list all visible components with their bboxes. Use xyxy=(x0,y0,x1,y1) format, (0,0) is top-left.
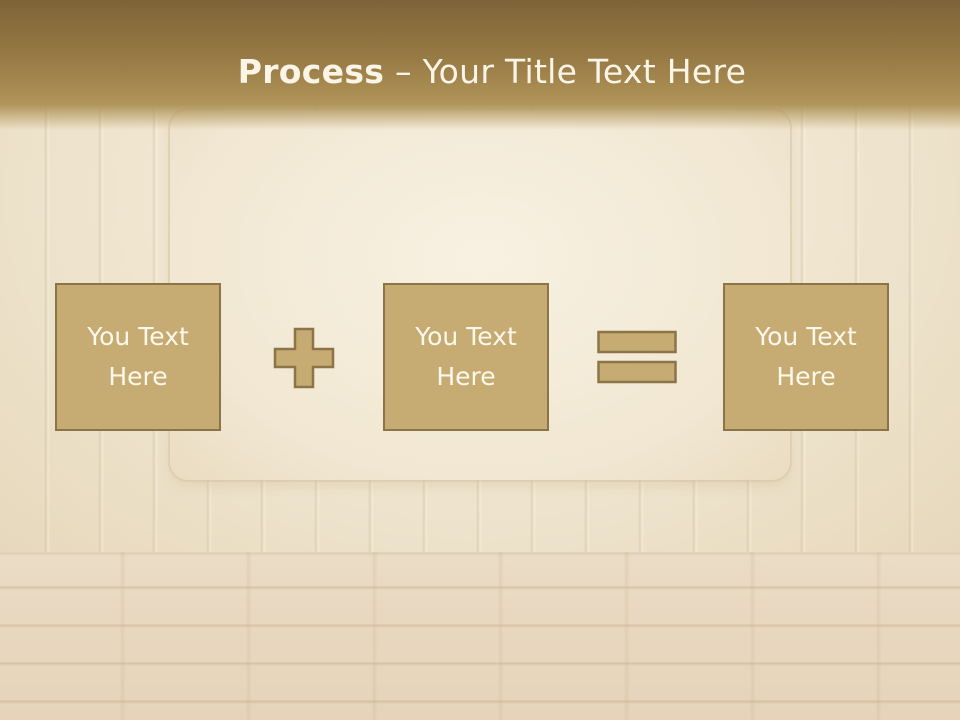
title-bar xyxy=(0,0,960,130)
wood-floor xyxy=(0,552,960,720)
box-3-line-2: Here xyxy=(776,362,836,391)
plus-icon xyxy=(273,327,335,389)
slide-title: Process – Your Title Text Here xyxy=(0,52,960,91)
title-bold: Process xyxy=(237,52,385,91)
box-3-line-1: You Text xyxy=(755,322,857,351)
box-2-line-2: Here xyxy=(436,362,496,391)
title-rest: – Your Title Text Here xyxy=(384,52,747,91)
wood-floor-grain xyxy=(0,552,960,720)
box-1-line-1: You Text xyxy=(87,322,189,351)
equals-icon xyxy=(597,330,677,384)
box-2-line-1: You Text xyxy=(415,322,517,351)
box-1-line-2: Here xyxy=(108,362,168,391)
